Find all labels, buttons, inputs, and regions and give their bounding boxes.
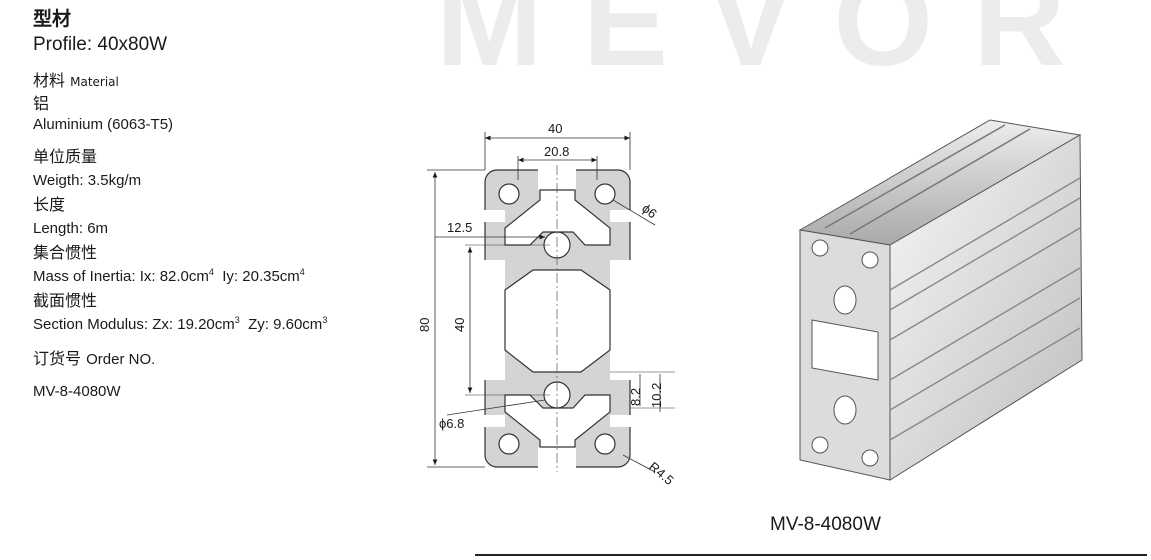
dim-slot-depth1-label: 8.2	[628, 388, 643, 406]
length-value: Length: 6m	[33, 220, 109, 237]
material-heading: 材料 Material	[33, 68, 413, 95]
product-caption: MV-8-4080W	[770, 514, 881, 535]
weight-cn: 单位质量	[33, 147, 98, 166]
title-cn: 型材	[33, 8, 72, 30]
dim-slot-label: 20.8	[544, 144, 569, 159]
cross-section-drawing: 40 20.8 ϕ6 12.5 80 40 8.2 10.2 ϕ6.8 R4.5	[417, 121, 677, 488]
divider-line	[475, 554, 1147, 556]
profile-title: Profile: 40x80W	[33, 34, 168, 55]
modulus-value: Section Modulus: Zx: 19.20cm3 Zy: 9.60cm…	[33, 315, 328, 334]
dim-hole-label: ϕ6	[639, 201, 660, 222]
dim-center-hole-label: ϕ6.8	[439, 416, 464, 431]
inertia-cn: 集合惯性	[33, 243, 98, 262]
dim-width-label: 40	[548, 121, 562, 136]
material-value: Aluminium (6063-T5)	[33, 116, 174, 133]
inertia-value: Mass of Inertia: Ix: 82.0cm4 Iy: 20.35cm…	[33, 267, 305, 286]
dim-pitch-label: 40	[452, 318, 467, 332]
brand-watermark: MEVOR	[436, 0, 1106, 93]
modulus-cn: 截面惯性	[33, 291, 98, 310]
dim-height-label: 80	[417, 318, 432, 332]
dim-slot-depth2-label: 10.2	[649, 383, 664, 408]
profile-3d-render	[798, 119, 1083, 481]
weight-value: Weigth: 3.5kg/m	[33, 172, 142, 189]
dim-offset-label: 12.5	[447, 220, 472, 235]
length-cn: 长度	[33, 195, 66, 214]
profile-section	[483, 168, 632, 469]
dim-radius-label: R4.5	[646, 459, 677, 488]
order-number: MV-8-4080W	[33, 383, 121, 400]
order-heading: 订货号 Order NO.	[33, 349, 156, 368]
material-cn: 材料	[33, 71, 66, 90]
spec-panel: 型材 Profile: 40x80W 材料 Material 铝 Alumini…	[33, 6, 413, 403]
material-en: Material	[70, 75, 119, 89]
material-cn2: 铝	[33, 94, 50, 113]
